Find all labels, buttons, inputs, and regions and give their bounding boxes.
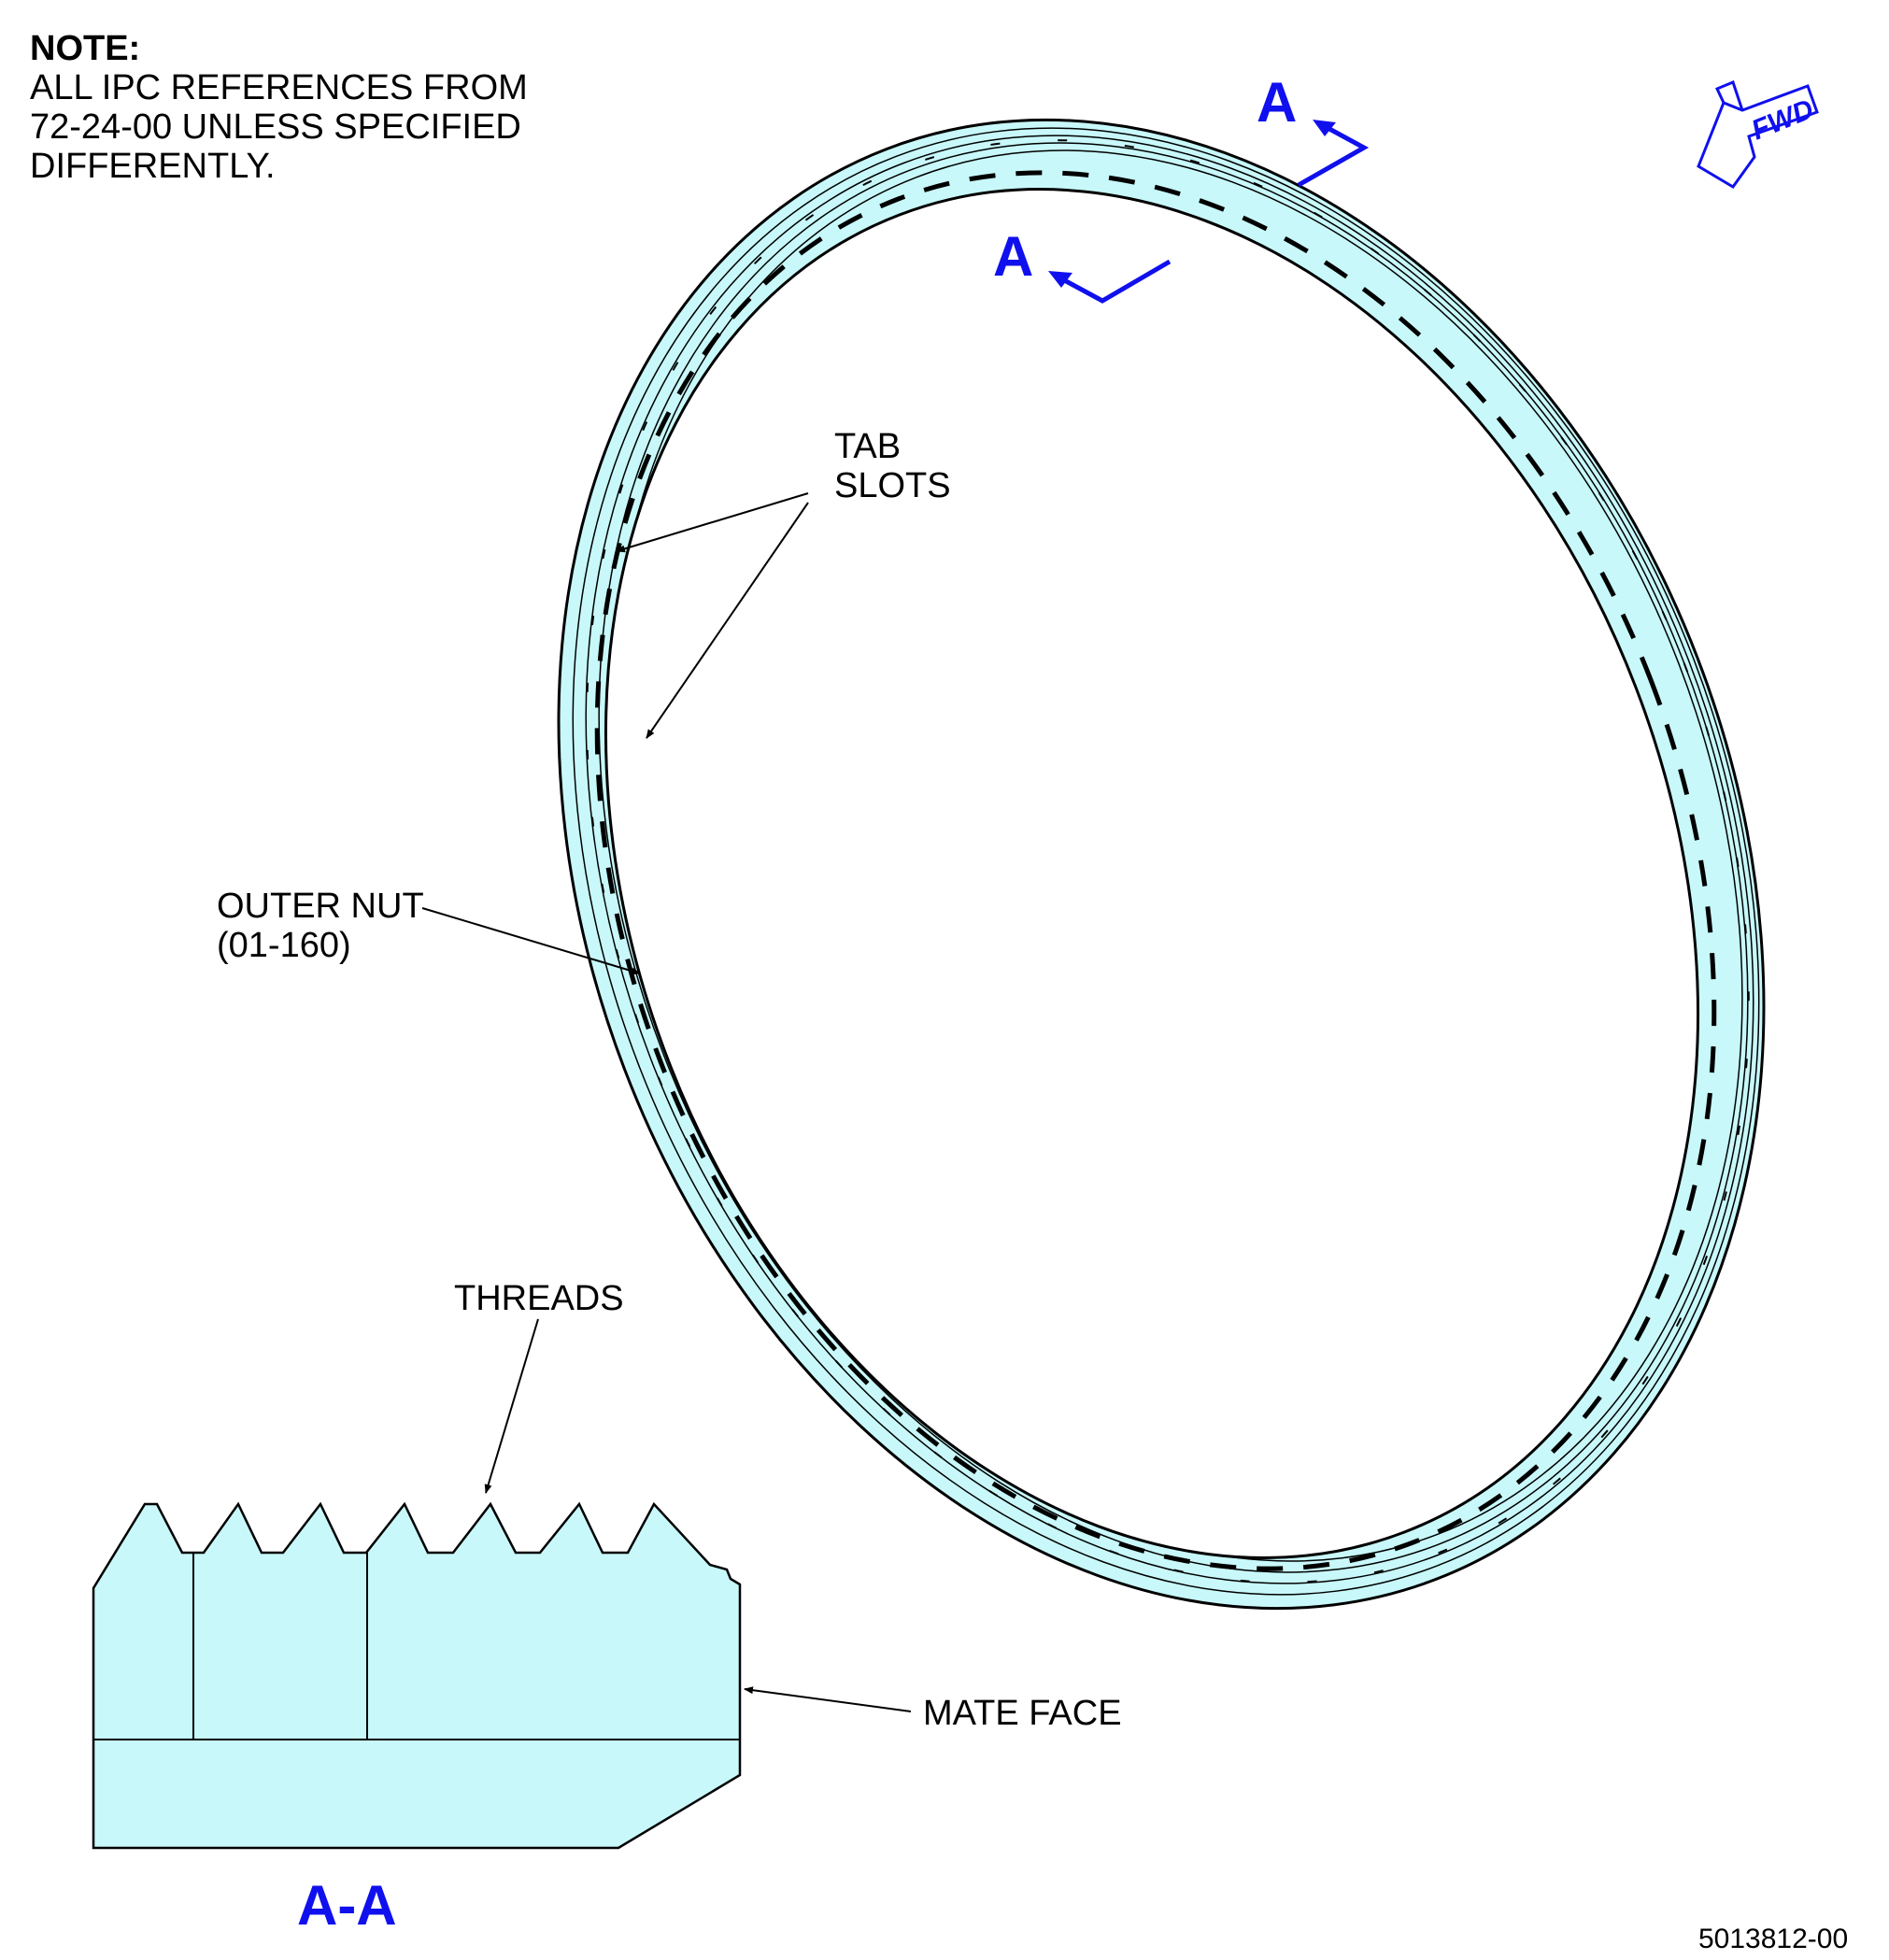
section-marker-lower: A: [993, 225, 1033, 288]
fwd-arrow-icon: FWD: [1697, 80, 1819, 189]
note-title: NOTE:: [30, 29, 140, 68]
outer-nut-label-line-1: OUTER NUT: [217, 887, 424, 926]
section-view-a-a: A-A: [92, 1501, 742, 1937]
section-cut-upper: A: [1257, 71, 1370, 188]
note-line-2: 72-24-00 UNLESS SPECIFIED: [30, 107, 521, 147]
section-marker-upper: A: [1257, 71, 1297, 134]
tab-slots-label-line-1: TAB: [834, 427, 901, 466]
note-line-3: DIFFERENTLY.: [30, 147, 276, 186]
outer-nut-label-line-2: (01-160): [217, 926, 351, 965]
outer-nut-ring: [557, 118, 1766, 1611]
document-number: 5013812-00: [1698, 1924, 1848, 1954]
mate-face-label: MATE FACE: [923, 1694, 1122, 1733]
section-title: A-A: [297, 1874, 397, 1937]
tab-slots-label-line-2: SLOTS: [834, 466, 951, 505]
threads-label: THREADS: [454, 1279, 624, 1318]
outer-nut-callout: OUTER NUT (01-160): [217, 887, 641, 975]
tab-slots-callout: TAB SLOTS: [616, 427, 951, 739]
threads-callout: THREADS: [454, 1279, 624, 1494]
section-cut-lower: A: [993, 225, 1172, 304]
mate-face-callout: MATE FACE: [744, 1686, 1122, 1733]
note-block: NOTE: ALL IPC REFERENCES FROM 72-24-00 U…: [30, 29, 528, 186]
note-line-1: ALL IPC REFERENCES FROM: [30, 68, 528, 107]
